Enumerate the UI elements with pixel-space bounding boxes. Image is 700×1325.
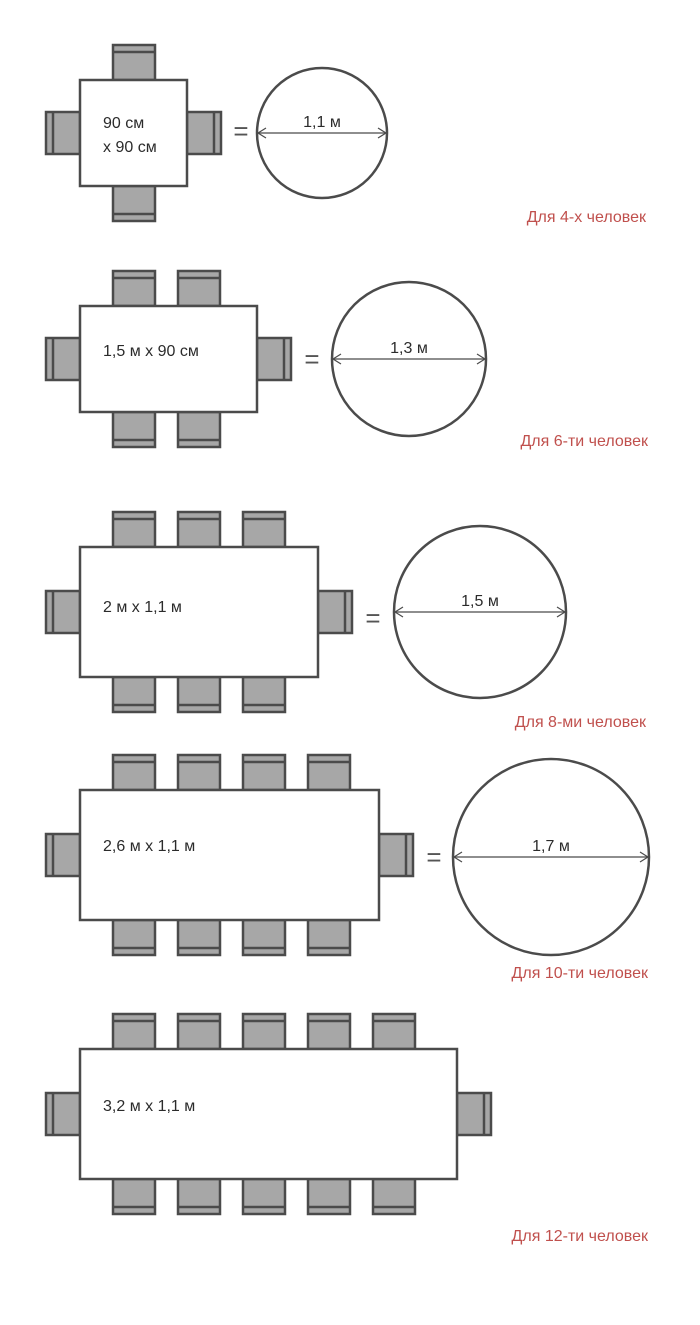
table-size-label: 90 см	[103, 115, 144, 132]
rectangular-table	[78, 788, 381, 922]
chair	[316, 589, 354, 635]
rectangular-table	[78, 304, 259, 414]
people-count-caption: Для 8-ми человек	[515, 714, 647, 731]
table-size-label: 1,5 м x 90 см	[103, 343, 199, 360]
table-size-label: 2,6 м x 1,1 м	[103, 838, 195, 855]
table-size-label: x 90 см	[103, 139, 157, 156]
table-size-label: 3,2 м x 1,1 м	[103, 1098, 195, 1115]
chair	[306, 918, 352, 957]
chair	[241, 1177, 287, 1216]
chair	[176, 753, 222, 792]
chair	[44, 1091, 82, 1137]
arrow-left-icon	[393, 606, 404, 618]
chair	[44, 589, 82, 635]
chair	[377, 832, 415, 878]
chair	[111, 675, 157, 714]
chair	[176, 675, 222, 714]
chair	[111, 269, 157, 308]
chair	[185, 110, 223, 156]
rectangular-table	[78, 78, 189, 188]
table-group-1: 90 см x 90 см = 1,1 м Для 4-х человек	[44, 43, 647, 226]
chair	[111, 43, 157, 82]
chair	[176, 918, 222, 957]
chair	[306, 1012, 352, 1051]
chair	[111, 1012, 157, 1051]
chair	[306, 753, 352, 792]
table-group-2: 1,5 м x 90 см = 1,3 м Для 6-ти человек	[44, 269, 649, 450]
chair	[176, 1012, 222, 1051]
chair	[371, 1177, 417, 1216]
people-count-caption: Для 12-ти человек	[512, 1228, 649, 1245]
chair	[241, 918, 287, 957]
chair	[111, 510, 157, 549]
round-table-diameter-label: 1,1 м	[303, 114, 341, 131]
arrow-left-icon	[331, 353, 342, 365]
chair	[44, 832, 82, 878]
people-count-caption: Для 6-ти человек	[520, 433, 649, 450]
chair	[44, 110, 82, 156]
arrow-right-icon	[556, 606, 567, 618]
equals-sign: =	[426, 842, 441, 872]
people-count-caption: Для 10-ти человек	[512, 965, 649, 982]
chair	[176, 1177, 222, 1216]
arrow-right-icon	[639, 851, 650, 863]
rectangular-table	[78, 545, 320, 679]
table-size-label: 2 м x 1,1 м	[103, 599, 182, 616]
arrow-right-icon	[377, 127, 388, 139]
table-group-3: 2 м x 1,1 м = 1,5 м Для 8-ми человек	[44, 510, 647, 731]
chair	[241, 753, 287, 792]
rectangular-table	[78, 1047, 459, 1181]
people-count-caption: Для 4-х человек	[527, 209, 647, 226]
chair	[111, 1177, 157, 1216]
chair	[255, 336, 293, 382]
chair	[306, 1177, 352, 1216]
arrow-left-icon	[256, 127, 267, 139]
equals-sign: =	[233, 116, 248, 146]
round-table-diameter-label: 1,5 м	[461, 593, 499, 610]
chair	[241, 510, 287, 549]
table-group-5: 3,2 м x 1,1 м Для 12-ти человек	[44, 1012, 649, 1245]
chair	[44, 336, 82, 382]
arrow-left-icon	[452, 851, 463, 863]
chair	[111, 918, 157, 957]
arrow-right-icon	[476, 353, 487, 365]
table-group-4: 2,6 м x 1,1 м = 1,7 м Для 10-ти человек	[44, 753, 651, 982]
chair	[111, 410, 157, 449]
equals-sign: =	[365, 603, 380, 633]
chair	[455, 1091, 493, 1137]
equals-sign: =	[304, 344, 319, 374]
chair	[176, 269, 222, 308]
chair	[176, 410, 222, 449]
chair	[111, 184, 157, 223]
chair	[241, 1012, 287, 1051]
chair	[371, 1012, 417, 1051]
chair	[176, 510, 222, 549]
chair	[241, 675, 287, 714]
round-table-diameter-label: 1,3 м	[390, 340, 428, 357]
round-table-diameter-label: 1,7 м	[532, 838, 570, 855]
chair	[111, 753, 157, 792]
